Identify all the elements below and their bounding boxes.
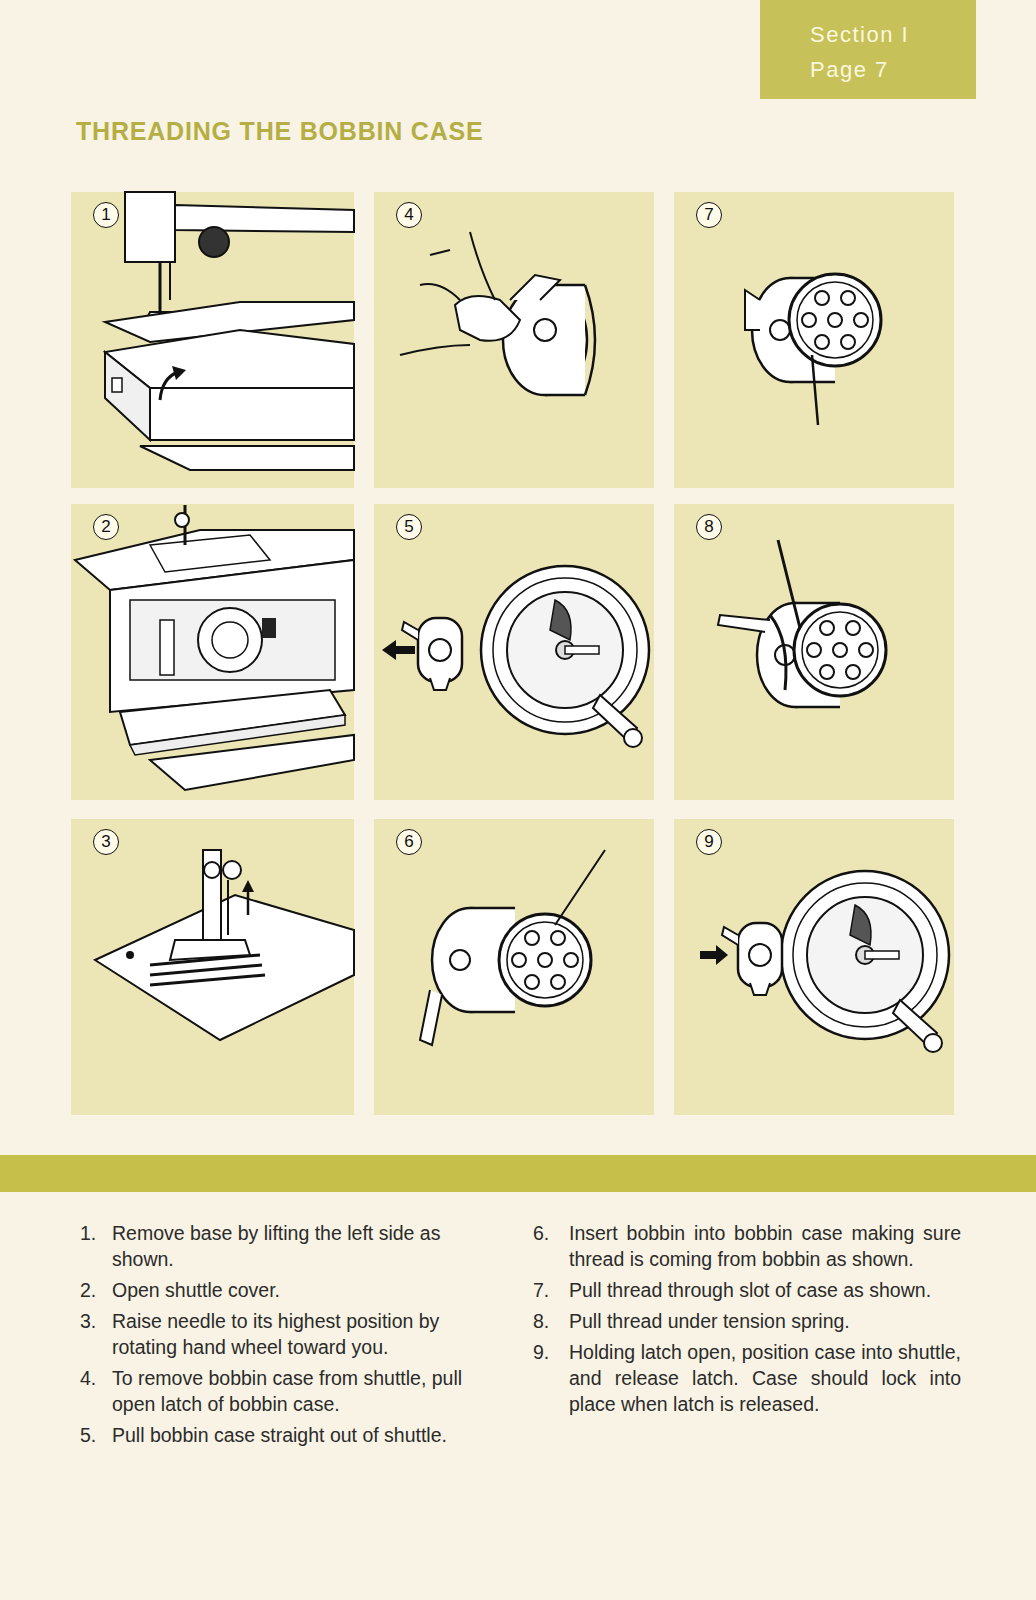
step-number: 6. [533, 1220, 569, 1272]
step-number: 4 [396, 202, 422, 228]
step-number: 9 [696, 829, 722, 855]
section-text: Section I [810, 22, 909, 48]
instruction-text: Raise needle to its highest position by … [112, 1308, 500, 1360]
section-tab: Section I Page 7 [760, 0, 976, 99]
step-number: 2. [80, 1277, 112, 1303]
color-band [0, 1155, 1036, 1192]
step-number: 6 [396, 829, 422, 855]
instruction-item: 7.Pull thread through slot of case as sh… [533, 1277, 961, 1303]
illustration-panel: 7 [674, 192, 954, 488]
step-number: 8. [533, 1308, 569, 1334]
instruction-text: Pull thread under tension spring. [569, 1308, 961, 1334]
instruction-text: Pull thread through slot of case as show… [569, 1277, 961, 1303]
illustration-panel: 1 [71, 192, 354, 488]
step-number: 7. [533, 1277, 569, 1303]
step-number: 5 [396, 514, 422, 540]
instruction-item: 1.Remove base by lifting the left side a… [80, 1220, 500, 1272]
step-number: 5. [80, 1422, 112, 1448]
illustration-panel: 6 [374, 819, 654, 1115]
step-number: 1 [93, 202, 119, 228]
instruction-text: Insert bobbin into bobbin case making su… [569, 1220, 961, 1272]
step-number: 3 [93, 829, 119, 855]
page-title: THREADING THE BOBBIN CASE [76, 117, 484, 146]
step-number: 2 [93, 514, 119, 540]
instruction-item: 6.Insert bobbin into bobbin case making … [533, 1220, 961, 1272]
instruction-column: 6.Insert bobbin into bobbin case making … [533, 1220, 961, 1422]
instruction-text: Open shuttle cover. [112, 1277, 500, 1303]
instruction-item: 4.To remove bobbin case from shuttle, pu… [80, 1365, 500, 1417]
section-text: Page 7 [810, 57, 889, 83]
step-number: 9. [533, 1339, 569, 1417]
illustration-panel: 9 [674, 819, 954, 1115]
step-number: 8 [696, 514, 722, 540]
instruction-item: 8.Pull thread under tension spring. [533, 1308, 961, 1334]
step-number: 4. [80, 1365, 112, 1417]
instruction-item: 9.Holding latch open, position case into… [533, 1339, 961, 1417]
step-number: 7 [696, 202, 722, 228]
illustration-panel: 4 [374, 192, 654, 488]
instruction-item: 3.Raise needle to its highest position b… [80, 1308, 500, 1360]
illustration-panel: 2 [71, 504, 354, 800]
illustration-panel: 3 [71, 819, 354, 1115]
illustration-panel: 8 [674, 504, 954, 800]
instruction-text: Remove base by lifting the left side as … [112, 1220, 500, 1272]
instruction-text: To remove bobbin case from shuttle, pull… [112, 1365, 500, 1417]
instruction-text: Pull bobbin case straight out of shuttle… [112, 1422, 500, 1448]
step-number: 1. [80, 1220, 112, 1272]
instruction-text: Holding latch open, position case into s… [569, 1339, 961, 1417]
illustration-panel: 5 [374, 504, 654, 800]
instruction-column: 1.Remove base by lifting the left side a… [80, 1220, 500, 1453]
instruction-item: 2.Open shuttle cover. [80, 1277, 500, 1303]
step-number: 3. [80, 1308, 112, 1360]
instruction-item: 5.Pull bobbin case straight out of shutt… [80, 1422, 500, 1448]
